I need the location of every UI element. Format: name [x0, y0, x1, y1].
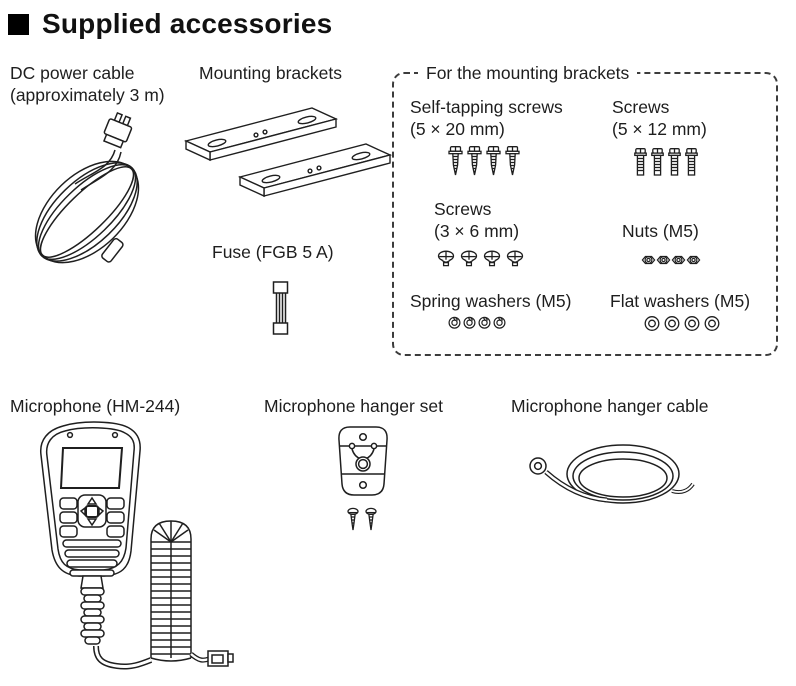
- mounting-hardware-box: For the mounting brackets Self-tapping s…: [392, 62, 778, 356]
- fuse-drawing: [272, 281, 289, 335]
- page-title: Supplied accessories: [42, 8, 333, 39]
- nuts-icons: [641, 254, 701, 266]
- small-screws-label: Screws (3 × 6 mm): [434, 198, 519, 242]
- self-tapping-screws-label: Self-tapping screws (5 × 20 mm): [410, 96, 563, 140]
- small-screw-icon: [460, 250, 478, 267]
- flat-washers-label: Flat washers (M5): [610, 291, 751, 311]
- nut-icon: [671, 255, 686, 265]
- dc-power-cable-drawing: [34, 111, 140, 264]
- dc-power-cable-label-line1: DC power cable: [10, 63, 135, 83]
- dc-power-cable-label: DC power cable (approximately 3 m): [10, 62, 165, 106]
- flat-washers-icons: [644, 316, 720, 331]
- microphone-label: Microphone (HM-244): [10, 396, 181, 416]
- self-tapping-screw-icon: [448, 146, 463, 176]
- mounting-hardware-box-title: For the mounting brackets: [418, 62, 638, 84]
- black-square-icon: [8, 13, 29, 35]
- dc-power-cable-label-line2: (approximately 3 m): [10, 85, 165, 105]
- machine-screw-icon: [651, 148, 664, 176]
- spring-washer-icon: [448, 316, 461, 329]
- hanger-cable-label: Microphone hanger cable: [511, 396, 709, 416]
- nut-icon: [656, 255, 671, 265]
- microphone-drawing: [40, 421, 234, 670]
- flat-washer-icon: [644, 316, 660, 331]
- small-screws-line2: (3 × 6 mm): [434, 221, 520, 241]
- flat-washer-icon: [664, 316, 680, 331]
- machine-screw-icon: [668, 148, 681, 176]
- hanger-cable-drawing: [529, 444, 695, 504]
- fuse-label: Fuse (FGB 5 A): [212, 242, 334, 262]
- spring-washer-icon: [493, 316, 506, 329]
- page-heading: Supplied accessories: [8, 8, 332, 40]
- spring-washer-icon: [463, 316, 476, 329]
- self-tapping-screws-line1: Self-tapping screws: [410, 97, 563, 117]
- mounting-brackets-drawing: [185, 107, 391, 197]
- machine-screw-icon: [634, 148, 647, 176]
- self-tapping-screw-icon: [505, 146, 520, 176]
- nut-icon: [686, 255, 701, 265]
- machine-screws-label: Screws (5 × 12 mm): [612, 96, 707, 140]
- flat-washer-icon: [684, 316, 700, 331]
- self-tapping-screw-icon: [486, 146, 501, 176]
- mounting-brackets-label: Mounting brackets: [199, 63, 342, 83]
- flat-washer-icon: [704, 316, 720, 331]
- small-screws-line1: Screws: [434, 199, 492, 219]
- hanger-set-drawing: [338, 426, 388, 531]
- small-screw-icon: [506, 250, 524, 267]
- machine-screws-icons: [634, 148, 698, 176]
- hanger-set-label: Microphone hanger set: [264, 396, 443, 416]
- nut-icon: [641, 255, 656, 265]
- small-screw-icon: [437, 250, 455, 267]
- self-tapping-screw-icon: [467, 146, 482, 176]
- spring-washers-label: Spring washers (M5): [410, 291, 572, 311]
- machine-screws-line2: (5 × 12 mm): [612, 119, 707, 139]
- self-tapping-screws-icons: [448, 146, 520, 176]
- machine-screw-icon: [685, 148, 698, 176]
- small-screws-icons: [436, 250, 525, 267]
- spring-washer-icon: [478, 316, 491, 329]
- spring-washers-icons: [448, 316, 506, 329]
- nuts-label: Nuts (M5): [622, 221, 699, 241]
- self-tapping-screws-line2: (5 × 20 mm): [410, 119, 505, 139]
- small-screw-icon: [483, 250, 501, 267]
- machine-screws-line1: Screws: [612, 97, 670, 117]
